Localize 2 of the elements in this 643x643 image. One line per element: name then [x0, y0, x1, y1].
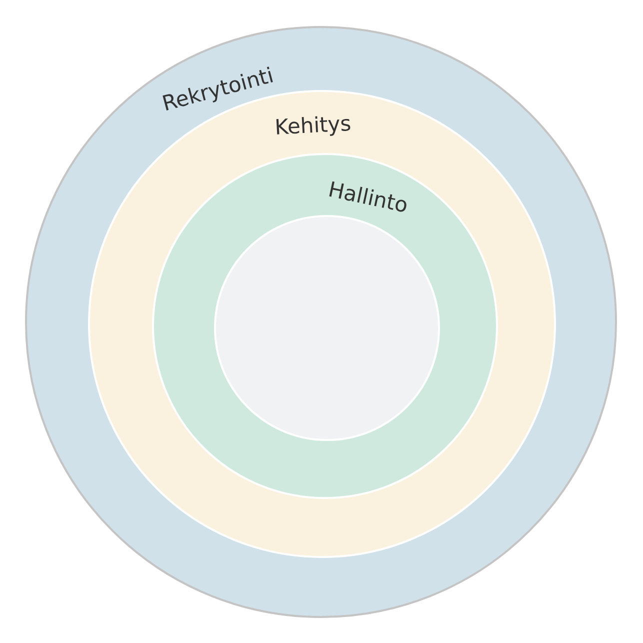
ring-label: Hallinto	[326, 178, 410, 218]
ring-label: Kehitys	[274, 112, 352, 140]
